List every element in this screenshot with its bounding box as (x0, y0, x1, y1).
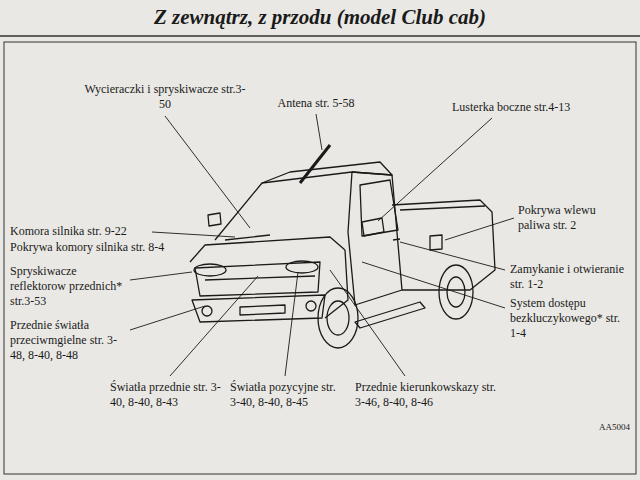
wipers-label: Wycieraczki i spryskiwacze str.3-50 (82, 82, 248, 112)
title-rule (0, 35, 640, 37)
engine-bay-label: Komora silnika str. 9-22 (10, 224, 160, 239)
page-title: Z zewnątrz, z przodu (model Club cab) (0, 5, 640, 30)
keyless-label: System dostępu bezkluczykowego* str. 1-4 (510, 296, 632, 341)
position-lamp-label: Światła pozycyjne str. 3-40, 8-40, 8-45 (230, 380, 342, 410)
figure-code: AA5004 (578, 422, 630, 433)
antenna-label: Antena str. 5-58 (266, 96, 366, 111)
fuel-door-label: Pokrywa wlewu paliwa str. 2 (518, 203, 630, 233)
headlamp-label: Światła przednie str. 3-40, 8-40, 8-43 (110, 380, 222, 410)
leader-lines (130, 114, 514, 376)
antenna (300, 145, 330, 183)
locking-label: Zamykanie i otwieranie str. 1-2 (510, 262, 632, 292)
hood-label: Pokrywa komory silnika str. 8-4 (10, 240, 188, 255)
turn-signal-label: Przednie kierunkowskazy str. 3-46, 8-40,… (355, 380, 505, 410)
frame (4, 42, 636, 474)
headlamp-washer-label: Spryskiwacze reflektorow przednich* str.… (10, 264, 128, 309)
mirrors-label: Lusterka boczne str.4-13 (452, 100, 628, 115)
fog-lamp-label: Przednie światła przeciwmgielne str. 3-4… (10, 318, 128, 363)
